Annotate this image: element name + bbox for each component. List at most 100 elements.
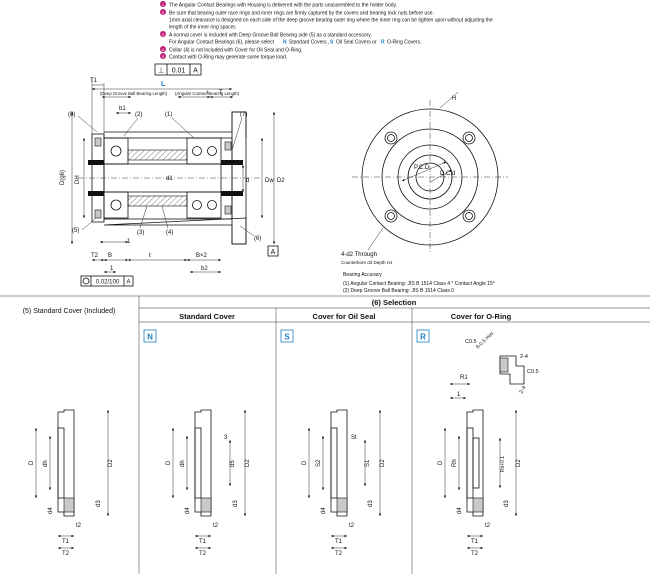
svg-text:d1: d1: [166, 176, 173, 182]
svg-text:2-4: 2-4: [519, 385, 528, 395]
note-5: 5 Contact with O-Ring may generate some …: [160, 53, 287, 61]
notes-block: 1 The Angular Contact Bearings with Hous…: [160, 1, 493, 61]
svg-text:1: 1: [127, 239, 131, 245]
svg-text:Rs+0.1: Rs+0.1: [500, 456, 506, 472]
svg-text:(4): (4): [166, 230, 173, 236]
svg-text:Standard Covers ,: Standard Covers ,: [289, 40, 329, 46]
svg-text:d4: d4: [185, 507, 191, 514]
deep-groove-length-note: (Deep Groove Ball Bearing Length): [100, 91, 168, 96]
svg-text:S: S: [284, 333, 290, 342]
svg-text:Bearing Accuracy: Bearing Accuracy: [343, 272, 382, 278]
svg-text:A: A: [193, 68, 198, 75]
svg-text:0.02/100: 0.02/100: [96, 280, 120, 286]
svg-text:t2: t2: [213, 523, 219, 529]
svg-text:S2: S2: [316, 459, 322, 467]
cover-o-ring-r: 8-0.5 max C0.5 2-4 C0.5 2-4 R1 1 D Rh Rs…: [438, 330, 539, 557]
runout-frame: 0.02/100 A: [80, 275, 134, 287]
svg-text:(2): (2): [135, 112, 142, 118]
svg-text:R: R: [420, 333, 426, 342]
length-l-label: L: [161, 81, 166, 88]
svg-text:D2: D2: [277, 178, 285, 184]
front-view: P.C.D D.C.d H 4-d2 Through Counterbore d…: [341, 91, 508, 265]
main-cross-section: ⊥ 0.01 A L T1 (Deep Groove Ball Bearing …: [60, 63, 285, 287]
svg-text:b1: b1: [119, 106, 126, 112]
note-number-icon: [160, 46, 166, 52]
svg-text:D: D: [29, 460, 35, 465]
svg-text:(6): (6): [254, 236, 261, 242]
selection-table: (5) Standard Cover (Included) (6) Select…: [0, 295, 650, 574]
svg-text:d5: d5: [230, 460, 236, 467]
svg-text:d: d: [246, 178, 249, 184]
note-number-icon: [160, 53, 166, 59]
svg-text:A normal cover is included wit: A normal cover is included with Deep Gro…: [169, 33, 372, 39]
svg-text:d3: d3: [368, 500, 374, 507]
svg-text:(1): (1): [165, 112, 172, 118]
cover-oil-seal-s: D S2 St S1 D2 d3 d4 t2 T1 T2: [302, 409, 386, 557]
svg-text:D(g6): D(g6): [60, 170, 66, 185]
svg-text:P.C.D: P.C.D: [414, 165, 430, 171]
svg-text:D: D: [438, 460, 444, 465]
svg-text:T1: T1: [335, 539, 343, 545]
svg-text:Be sure that bearing outer rac: Be sure that bearing outer race rings an…: [169, 11, 434, 17]
svg-text:R: R: [381, 40, 385, 46]
svg-text:T2: T2: [91, 253, 99, 259]
svg-text:N: N: [147, 333, 153, 342]
badge-n[interactable]: N: [143, 329, 157, 343]
svg-text:B×2: B×2: [196, 253, 208, 259]
standard-cover-included-title: (5) Standard Cover (Included): [23, 308, 116, 315]
svg-text:1: 1: [457, 392, 461, 398]
svg-text:Cover for Oil Seal: Cover for Oil Seal: [313, 312, 376, 321]
note-1: 1 The Angular Contact Bearings with Hous…: [160, 1, 397, 9]
note-3: 3 A normal cover is included with Deep G…: [160, 31, 372, 39]
svg-text:1: 1: [110, 266, 114, 272]
svg-text:Rh: Rh: [452, 459, 458, 467]
svg-text:(7): (7): [240, 112, 247, 118]
svg-text:R1: R1: [460, 375, 468, 381]
note-2-cont-2: length of the inner ring spacer.: [169, 25, 236, 31]
svg-text:2-4: 2-4: [520, 354, 528, 360]
svg-text:S: S: [330, 40, 334, 46]
note-2-cont-1: 1mm axial clearance is designed on each …: [169, 18, 493, 24]
svg-text:D2: D2: [245, 459, 251, 467]
svg-text:d4: d4: [321, 507, 327, 514]
svg-text:T: T: [219, 90, 223, 96]
svg-text:A: A: [126, 280, 130, 286]
svg-text:dh: dh: [180, 460, 186, 467]
svg-text:4: 4: [162, 47, 165, 52]
svg-text:N: N: [283, 40, 287, 46]
dim-t1-top: T1: [90, 78, 98, 84]
note-number-icon: [160, 9, 166, 15]
svg-text:C0.5: C0.5: [527, 369, 539, 375]
svg-text:The Angular Contact Bearings w: The Angular Contact Bearings with Housin…: [169, 3, 397, 9]
svg-text:(5): (5): [72, 228, 79, 234]
svg-text:T2: T2: [471, 551, 479, 557]
svg-text:B: B: [108, 253, 112, 259]
svg-text:Standard Cover: Standard Cover: [179, 312, 235, 321]
note-3-cont: For Angular Contact Bearings (6), please…: [169, 40, 421, 46]
note-4: 4 Collar (4) is not included with Cover …: [160, 46, 302, 54]
svg-text:D2: D2: [380, 459, 386, 467]
svg-text:Counterbore d3 Depth H1: Counterbore d3 Depth H1: [341, 260, 393, 265]
svg-text:T1: T1: [471, 539, 479, 545]
note-2: 2 Be sure that bearing outer race rings …: [160, 9, 434, 17]
svg-text:(3): (3): [137, 230, 144, 236]
svg-text:T1: T1: [199, 539, 207, 545]
cover-standard-included: D dh D2 d3 d4 t2 T1 T2: [29, 409, 114, 557]
svg-text:3: 3: [162, 32, 165, 37]
badge-s[interactable]: S: [280, 329, 294, 343]
svg-text:1: 1: [162, 2, 165, 7]
svg-text:b2: b2: [201, 266, 208, 272]
svg-text:Contact with O-Ring may genera: Contact with O-Ring may generate some to…: [169, 55, 287, 61]
svg-text:St: St: [351, 435, 357, 441]
perpendicularity-frame: ⊥ 0.01 A: [154, 63, 202, 76]
svg-text:5: 5: [162, 54, 165, 59]
svg-text:dh: dh: [43, 460, 49, 467]
cover-standard-n: D dh d5 D2 3 d3 d4 t2 T1 T2: [166, 409, 251, 557]
svg-text:ℓ: ℓ: [149, 252, 151, 259]
badge-r[interactable]: R: [416, 329, 430, 343]
svg-text:T2: T2: [199, 551, 207, 557]
svg-text:For Angular Contact Bearings (: For Angular Contact Bearings (6), please…: [169, 40, 275, 46]
svg-text:C0.5: C0.5: [465, 339, 477, 345]
svg-text:T2: T2: [62, 551, 70, 557]
